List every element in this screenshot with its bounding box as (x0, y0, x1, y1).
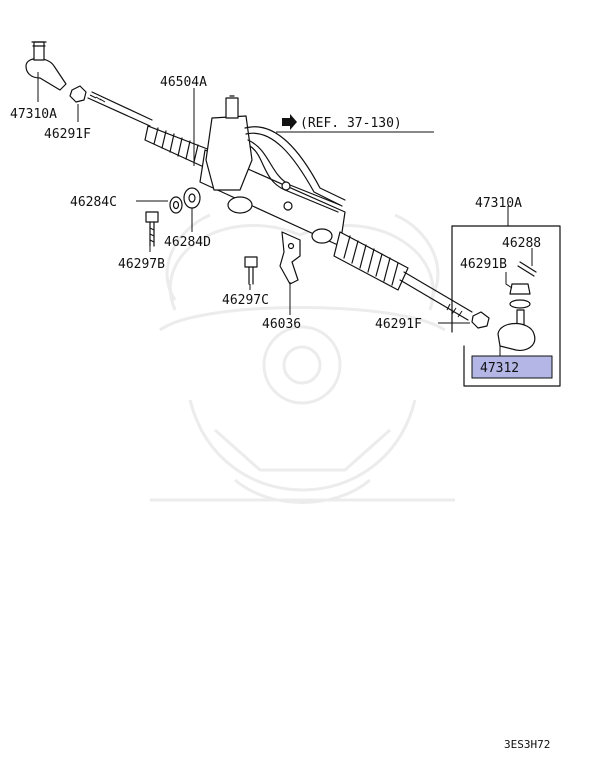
left-nut (69, 85, 87, 103)
label-46036[interactable]: 46036 (262, 317, 301, 332)
label-46504a[interactable]: 46504A (160, 75, 207, 90)
label-46284c[interactable]: 46284C (70, 195, 117, 210)
reference-callout (276, 114, 434, 133)
label-46297c[interactable]: 46297C (222, 293, 269, 308)
bolt-46297b (145, 211, 159, 247)
arrow-right-icon (282, 114, 297, 130)
left-tie-rod (87, 91, 153, 127)
leader-lines (37, 72, 533, 356)
label-47312[interactable]: 47312 (480, 361, 519, 376)
label-46288[interactable]: 46288 (502, 236, 541, 251)
highlight-box (471, 355, 553, 379)
left-tie-rod-end (25, 41, 67, 91)
steering-rack-assembly (87, 91, 473, 321)
bushing-46284c (169, 196, 183, 214)
right-boot (333, 231, 409, 291)
clamp-46036 (279, 231, 301, 285)
reference-text[interactable]: (REF. 37-130) (300, 116, 402, 131)
right-detail-box (451, 225, 561, 387)
watermark-emblem (150, 213, 455, 504)
label-47310a-left[interactable]: 47310A (10, 107, 57, 122)
diagram-code: 3ES3H72 (504, 738, 550, 751)
bushing-46284d (183, 187, 201, 209)
label-46291b[interactable]: 46291B (460, 257, 507, 272)
rack-housing (199, 95, 346, 247)
label-46291f-right[interactable]: 46291F (375, 317, 422, 332)
label-46284d[interactable]: 46284D (164, 235, 211, 250)
label-47310a-right[interactable]: 47310A (475, 196, 522, 211)
left-boot (144, 125, 211, 169)
right-tie-rod (399, 271, 473, 321)
label-46291f-left[interactable]: 46291F (44, 127, 91, 142)
label-46297b[interactable]: 46297B (118, 257, 165, 272)
bolt-46297c (244, 256, 258, 285)
